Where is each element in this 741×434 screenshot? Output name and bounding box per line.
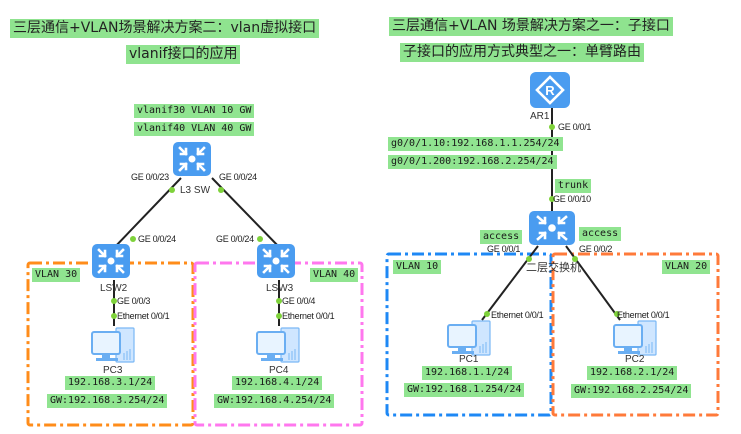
- l2-switch[interactable]: [529, 211, 575, 245]
- l3sw-port-right: GE 0/0/24: [219, 172, 257, 182]
- lsw2-label: LSW2: [100, 283, 128, 294]
- pc-icon: [447, 320, 491, 356]
- pc4[interactable]: [255, 327, 301, 365]
- sw-uplink-port: GE 0/0/10: [553, 194, 591, 204]
- pc1[interactable]: [446, 320, 492, 358]
- pc-icon: [256, 327, 300, 363]
- vlan20-boundary: [551, 252, 720, 417]
- lsw3-switch[interactable]: [257, 244, 295, 278]
- switch-icon: [536, 215, 568, 241]
- gateway-tag-vlanif40: vlanif40 VLAN 40 GW: [134, 122, 255, 136]
- left-mode-label: access: [480, 230, 523, 244]
- lsw2-uplink-port: GE 0/0/24: [138, 234, 176, 244]
- subif-tag-10: g0/0/1.10:192.168.1.1.254/24: [388, 137, 563, 151]
- pc4-port: Ethernet 0/0/1: [282, 311, 335, 321]
- pc4-gateway: GW:192.168.4.254/24: [214, 394, 335, 408]
- pc3-label: PC3: [103, 365, 123, 376]
- switch-icon: [97, 248, 125, 274]
- subif-tag-200: g0/0/1.200:192.168.2.254/24: [388, 155, 557, 169]
- vlan10-label: VLAN 10: [393, 260, 442, 274]
- switch-icon: [262, 248, 290, 274]
- sw-left-port: GE 0/0/1: [487, 244, 521, 254]
- ar1-router[interactable]: R: [530, 72, 570, 108]
- pc-icon: [613, 320, 657, 356]
- pc2-ip: 192.168.2.1/24: [587, 366, 678, 380]
- pc1-label: PC1: [459, 354, 479, 365]
- uplink-mode-label: trunk: [555, 179, 592, 193]
- vlan10-boundary: [385, 252, 553, 417]
- l3-switch-label: L3 SW: [180, 185, 211, 196]
- pc3-gateway: GW:192.168.3.254/24: [47, 394, 168, 408]
- lsw3-down-port: GE 0/0/4: [282, 296, 316, 306]
- switch-icon: [178, 146, 206, 172]
- pc2[interactable]: [612, 320, 658, 358]
- pc-icon: [91, 327, 135, 363]
- vlan40-label: VLAN 40: [310, 268, 359, 282]
- pc2-gateway: GW:192.168.2.254/24: [571, 384, 692, 398]
- ar1-port: GE 0/0/1: [558, 122, 592, 132]
- lsw3-label: LSW3: [266, 283, 294, 294]
- l3sw-port-left: GE 0/0/23: [131, 172, 169, 182]
- router-icon: R: [535, 75, 565, 105]
- svg-text:R: R: [545, 83, 555, 98]
- pc4-ip: 192.168.4.1/24: [232, 376, 323, 390]
- pc4-label: PC4: [269, 365, 289, 376]
- pc1-ip: 192.168.1.1/24: [422, 366, 513, 380]
- pc3-port: Ethernet 0/0/1: [117, 311, 170, 321]
- vlan30-label: VLAN 30: [32, 268, 81, 282]
- right-mode-label: access: [579, 227, 622, 241]
- right-title-line1: 三层通信+VLAN 场景解决方案之一：子接口: [389, 17, 673, 36]
- pc2-label: PC2: [625, 354, 645, 365]
- vlan40-boundary: [193, 261, 364, 427]
- pc3-ip: 192.168.3.1/24: [65, 376, 156, 390]
- gateway-tag-vlanif30: vlanif30 VLAN 10 GW: [134, 104, 255, 118]
- pc1-gateway: GW:192.168.1.254/24: [404, 383, 525, 397]
- lsw2-down-port: GE 0/0/3: [117, 296, 151, 306]
- pc2-port: Ethernet 0/0/1: [617, 310, 670, 320]
- l3-switch[interactable]: [173, 142, 211, 176]
- lsw2-switch[interactable]: [92, 244, 130, 278]
- left-title-line1: 三层通信+VLAN场景解决方案二：vlan虚拟接口: [10, 19, 320, 38]
- right-title-line2: 子接口的应用方式典型之一：单臂路由: [400, 43, 644, 62]
- pc1-port: Ethernet 0/0/1: [491, 310, 544, 320]
- ar1-label: AR1: [530, 111, 550, 122]
- pc3[interactable]: [90, 327, 136, 365]
- vlan20-label: VLAN 20: [662, 260, 711, 274]
- sw-right-port: GE 0/0/2: [579, 244, 613, 254]
- l2-switch-label: 二层交换机: [526, 262, 581, 274]
- lsw3-uplink-port: GE 0/0/24: [216, 234, 254, 244]
- left-title-line2: vlanif接口的应用: [126, 45, 241, 64]
